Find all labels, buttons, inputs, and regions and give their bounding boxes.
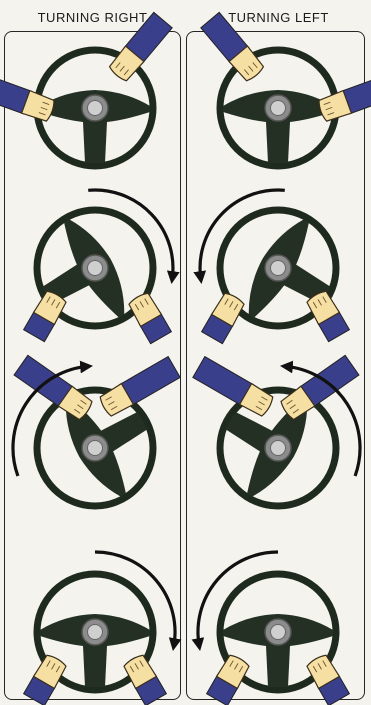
hand-icon xyxy=(317,78,371,123)
hand-icon xyxy=(0,78,56,123)
hand-icon xyxy=(127,291,171,344)
hand-icon xyxy=(202,291,246,344)
